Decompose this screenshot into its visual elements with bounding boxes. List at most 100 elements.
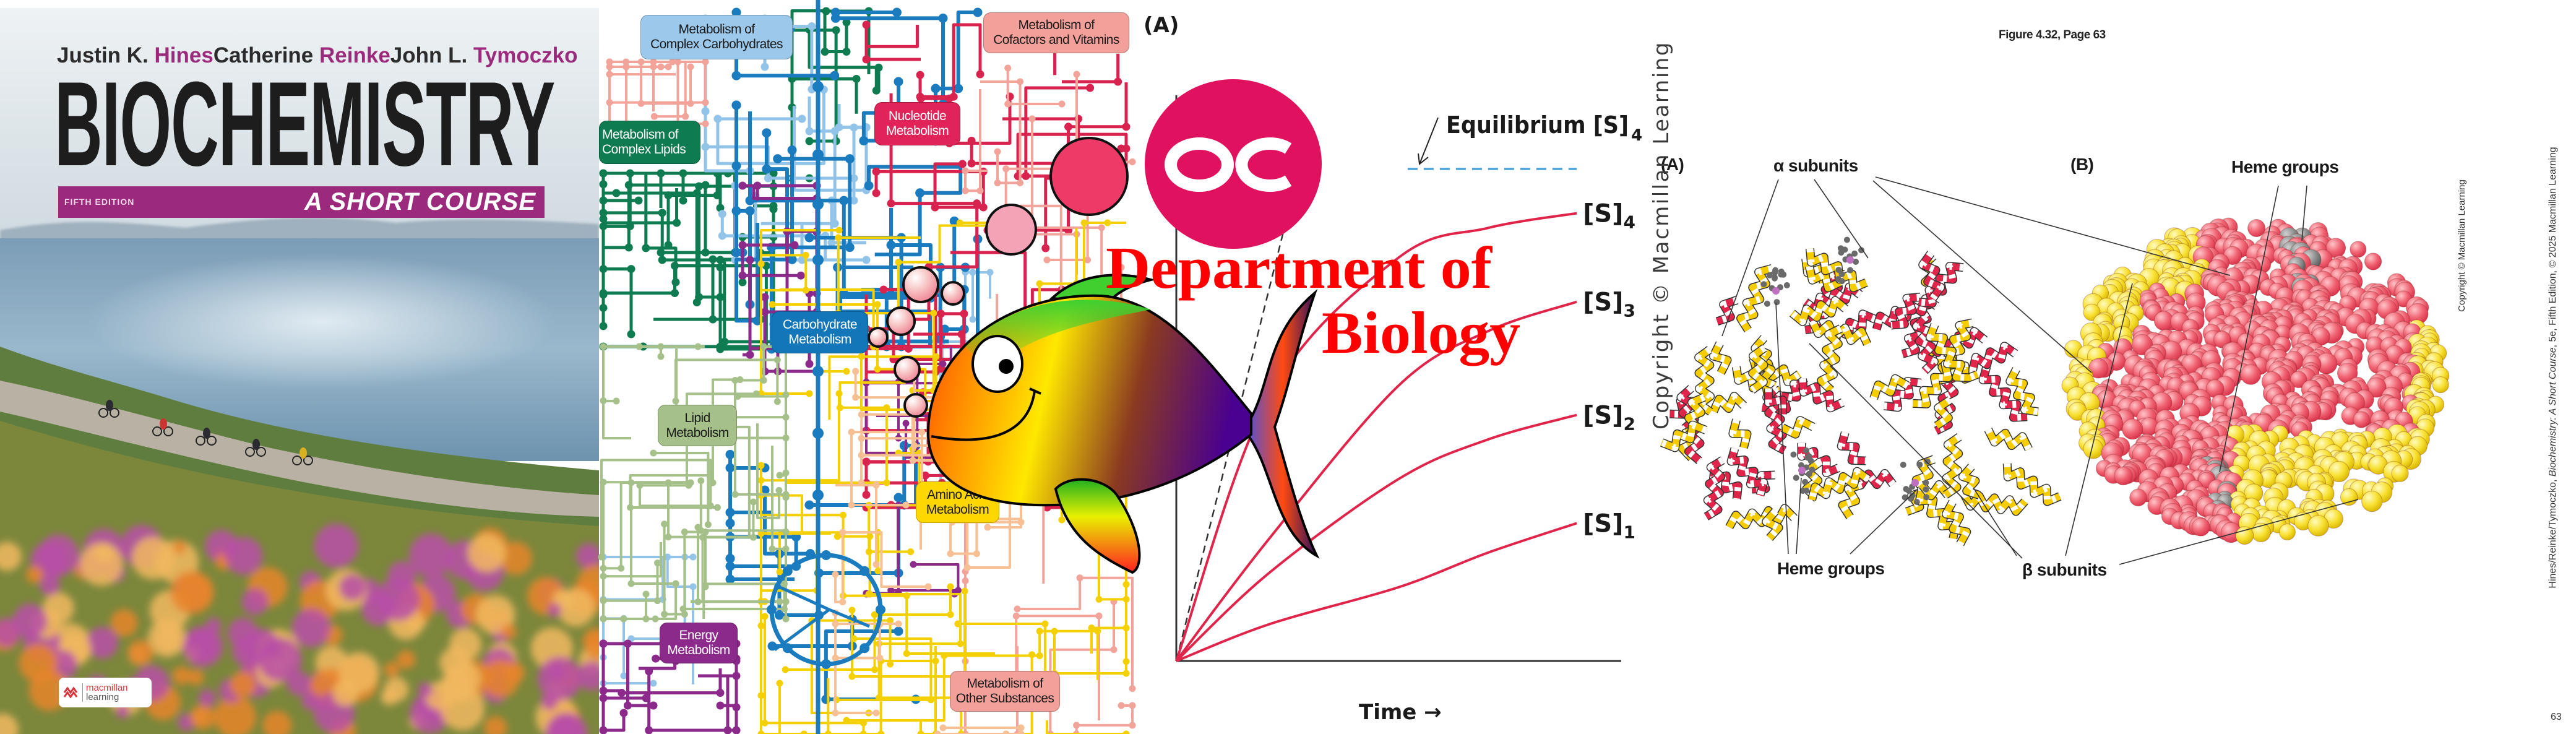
metabolite-node xyxy=(650,58,657,66)
atom-sphere xyxy=(2139,290,2157,308)
atom-sphere xyxy=(2197,464,2215,481)
atom-sphere xyxy=(2095,459,2113,477)
helix-highlight xyxy=(1890,293,1921,329)
metabolite-node xyxy=(622,58,630,66)
atom-sphere xyxy=(2301,234,2321,254)
atom-sphere xyxy=(2223,267,2244,288)
metabolite-node xyxy=(782,598,790,605)
atom-sphere xyxy=(2154,243,2175,264)
atom-sphere xyxy=(2094,427,2113,446)
metabolite-node xyxy=(757,477,765,484)
metabolite-node xyxy=(1122,445,1129,452)
metabolite-node xyxy=(1088,624,1095,632)
metabolite-node xyxy=(760,377,767,384)
atom-sphere xyxy=(2263,487,2284,508)
metabolite-node xyxy=(862,458,871,467)
atom-sphere xyxy=(2086,408,2107,430)
atom-sphere xyxy=(2161,309,2182,330)
metabolite-node xyxy=(939,338,946,345)
chart-panel-label: (A) xyxy=(1144,13,1179,38)
metabolite-node xyxy=(627,330,635,339)
atom-sphere xyxy=(2273,247,2290,265)
helix xyxy=(1684,422,1705,464)
atom-sphere xyxy=(2383,460,2405,483)
metabolite-node xyxy=(1129,158,1136,166)
helix xyxy=(1726,447,1768,497)
atom-sphere xyxy=(2177,339,2197,359)
atom-sphere xyxy=(2078,392,2100,414)
atom-sphere xyxy=(2135,417,2153,435)
metabolite-node xyxy=(832,137,840,145)
atom-sphere xyxy=(2301,509,2319,527)
heme-atom xyxy=(1916,461,1923,468)
atom-sphere xyxy=(2304,342,2325,362)
metabolite-node xyxy=(812,199,824,210)
atom-sphere xyxy=(2124,287,2143,305)
metabolite-node xyxy=(843,717,850,724)
metabolite-node xyxy=(760,63,769,71)
atom-sphere xyxy=(2394,280,2414,300)
atom-sphere xyxy=(2411,391,2429,410)
helix xyxy=(1849,468,1897,490)
atom-sphere xyxy=(2387,278,2406,297)
helix xyxy=(1780,416,1816,439)
atom-sphere xyxy=(2138,378,2159,399)
atom-sphere xyxy=(2145,350,2165,370)
metabolite-node xyxy=(1014,605,1021,613)
atom-sphere xyxy=(2207,462,2225,480)
pathway-line xyxy=(711,171,775,319)
atom-sphere xyxy=(2195,497,2216,517)
metabolite-node xyxy=(725,553,735,563)
metabolite-node xyxy=(782,545,790,553)
metabolite-node xyxy=(859,719,867,727)
atom-sphere xyxy=(2348,444,2367,464)
metabolite-node xyxy=(973,199,981,208)
pathway-line xyxy=(835,483,877,564)
atom-sphere xyxy=(2402,354,2424,376)
metabolite-node xyxy=(731,100,741,110)
metabolite-node xyxy=(949,92,958,101)
helix-highlight xyxy=(1809,319,1871,346)
metabolite-node xyxy=(787,254,797,264)
metabolite-node xyxy=(599,726,608,734)
atom-sphere xyxy=(2216,506,2234,524)
pathway-line xyxy=(1083,222,1126,327)
metabolite-node xyxy=(842,47,851,56)
atom-sphere xyxy=(2339,295,2357,313)
metabolite-node xyxy=(627,479,635,486)
metabolite-node xyxy=(1014,457,1021,464)
atom-sphere xyxy=(2103,414,2124,434)
atom-sphere xyxy=(2411,298,2429,316)
pathway-line xyxy=(824,629,916,701)
atom-sphere xyxy=(2301,365,2320,382)
metabolite-node xyxy=(812,254,824,266)
helix xyxy=(1728,418,1752,449)
atom-sphere xyxy=(2297,444,2316,464)
atom-sphere xyxy=(2269,268,2286,285)
metabolite-node xyxy=(672,397,679,405)
atom-sphere xyxy=(2418,329,2440,351)
metabolite-node xyxy=(749,533,757,541)
metabolite-node xyxy=(930,387,937,394)
atom-sphere xyxy=(2101,410,2122,431)
atom-sphere xyxy=(2159,498,2181,520)
atom-sphere xyxy=(2273,336,2291,353)
atom-sphere xyxy=(2122,278,2142,297)
metabolite-node xyxy=(808,617,816,624)
atom-sphere xyxy=(2234,349,2255,370)
atom-sphere xyxy=(2083,303,2101,321)
atom-sphere xyxy=(2432,376,2449,394)
macmillan-logo-icon xyxy=(64,686,78,699)
helix xyxy=(1748,344,1768,394)
atom-sphere xyxy=(2374,446,2395,467)
atom-sphere xyxy=(2300,400,2322,423)
helix-highlight xyxy=(1959,464,1981,499)
pathway-line xyxy=(1049,602,1115,734)
heme-atom xyxy=(1780,271,1787,278)
atom-sphere xyxy=(2299,498,2318,516)
x-axis-label: Time → xyxy=(1359,700,1442,725)
metabolite-node xyxy=(895,449,902,457)
atom-sphere xyxy=(2117,300,2136,319)
metabolite-node xyxy=(767,641,777,651)
